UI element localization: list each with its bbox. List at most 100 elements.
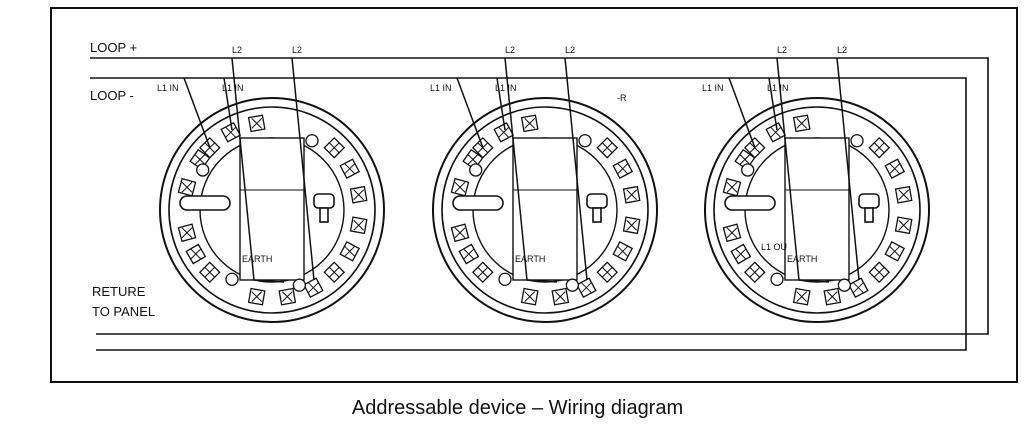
terminal-screw-mark [770, 126, 782, 138]
base-inner-ring [441, 106, 649, 314]
terminal-screw-mark [889, 163, 901, 175]
terminal-screw-mark [749, 266, 761, 278]
base-inner-ring [713, 106, 921, 314]
terminal-screw-mark [826, 291, 838, 303]
wire-l2-b [564, 57, 588, 281]
wire-l2-b [836, 57, 860, 281]
loop-plus-wire [90, 57, 989, 335]
label-l1-in-b: L1 IN [495, 83, 517, 93]
terminal-screw-mark [463, 248, 475, 260]
terminal-screw-mark [617, 163, 629, 175]
base-hole [292, 278, 307, 292]
loop-minus-label: LOOP - [90, 88, 134, 103]
loop-minus-wire [90, 77, 967, 351]
terminal-screw-mark [251, 291, 263, 303]
base-hole [305, 134, 319, 148]
mounting-keyhole-right [586, 193, 608, 209]
base-outer-ring [704, 97, 930, 323]
mounting-slot-left [179, 195, 231, 211]
label-l2-b: L2 [565, 45, 575, 55]
wire-l2-a [231, 57, 285, 283]
terminal-screw-mark [739, 154, 751, 165]
terminal-screw-mark [617, 245, 629, 257]
terminal-screw-mark [194, 154, 206, 165]
terminal-screw-mark [477, 266, 489, 278]
return-label-line2: TO PANEL [92, 304, 155, 319]
label-extra: -R [617, 93, 627, 103]
mounting-slot-left [452, 195, 504, 211]
terminal-screw-mark [307, 282, 319, 294]
label-l2-b: L2 [837, 45, 847, 55]
base-hole [578, 134, 592, 148]
terminal-screw-mark [873, 266, 885, 278]
base-center-housing [784, 137, 850, 281]
label-l1-in-b: L1 IN [767, 83, 789, 93]
diagram-caption: Addressable device – Wiring diagram [351, 397, 684, 419]
base-hole [565, 278, 580, 292]
label-l2-b: L2 [292, 45, 302, 55]
mounting-keyhole-stem [319, 207, 329, 223]
label-l2-a: L2 [505, 45, 515, 55]
terminal-screw-mark [498, 126, 510, 138]
wire-l1-in-b [223, 77, 233, 131]
terminal-screw-mark [225, 126, 237, 138]
base-hole [498, 272, 512, 286]
terminal-screw-mark [524, 117, 536, 129]
terminal-screw-mark [852, 282, 864, 294]
terminal-screw-mark [796, 291, 808, 303]
terminal-screw-mark [626, 189, 638, 201]
diagram-frame [50, 7, 1018, 383]
label-earth: EARTH [242, 254, 272, 264]
base-outer-ring [432, 97, 658, 323]
terminal-screw-mark [344, 163, 356, 175]
mounting-keyhole-stem [592, 207, 602, 223]
terminal-screw-mark [328, 142, 340, 154]
terminal-screw-mark [467, 154, 479, 165]
wire-l2-a [504, 57, 558, 283]
wire-l1-in-b [496, 77, 506, 131]
base-inner-ring [168, 106, 376, 314]
terminal-screw-mark [735, 248, 747, 260]
terminal-screw-mark [281, 291, 293, 303]
terminal-screw-mark [726, 227, 738, 239]
terminal-screw-mark [353, 219, 365, 231]
wire-l1-in-a [456, 77, 484, 149]
wire-l1-in-a [728, 77, 756, 149]
label-extra: L1 OU [761, 242, 787, 252]
terminal-screw-mark [328, 266, 340, 278]
terminal-screw-mark [181, 227, 193, 239]
terminal-screw-mark [626, 219, 638, 231]
terminal-screw-mark [181, 181, 193, 193]
terminal-screw-mark [898, 189, 910, 201]
mounting-keyhole-right [858, 193, 880, 209]
label-l1-in-a: L1 IN [430, 83, 452, 93]
label-earth: EARTH [787, 254, 817, 264]
base-center-housing [239, 137, 305, 281]
label-l1-in-b: L1 IN [222, 83, 244, 93]
wire-l2-a [776, 57, 830, 283]
terminal-screw-mark [204, 266, 216, 278]
loop-plus-label: LOOP + [90, 40, 137, 55]
terminal-screw-mark [726, 181, 738, 193]
base-hole [837, 278, 852, 292]
wire-l1-in-b [768, 77, 778, 131]
base-hole [469, 163, 483, 177]
base-hole [850, 134, 864, 148]
terminal-screw-mark [601, 266, 613, 278]
base-hole [741, 163, 755, 177]
base-hole [770, 272, 784, 286]
terminal-screw-mark [601, 142, 613, 154]
label-earth: EARTH [515, 254, 545, 264]
mounting-slot-left [724, 195, 776, 211]
mounting-keyhole-stem [864, 207, 874, 223]
terminal-screw-mark [796, 117, 808, 129]
terminal-screw-mark [554, 291, 566, 303]
base-outer-ring [159, 97, 385, 323]
terminal-screw-mark [580, 282, 592, 294]
terminal-screw-mark [898, 219, 910, 231]
mounting-keyhole-right [313, 193, 335, 209]
